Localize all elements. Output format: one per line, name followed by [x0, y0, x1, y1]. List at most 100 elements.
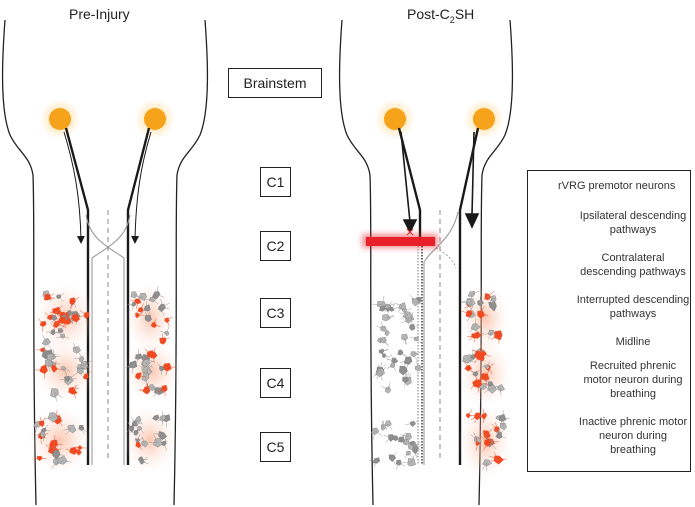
motor-neuron-dendrite — [43, 369, 45, 379]
motor-neuron-dendrite — [130, 299, 138, 302]
motor-neuron-dendrite — [43, 424, 49, 431]
inactive-motor-neuron — [470, 323, 481, 332]
motor-neuron-dendrite — [39, 416, 43, 424]
inactive-motor-neuron — [128, 360, 138, 369]
motor-neuron-dendrite — [498, 426, 500, 434]
motor-neuron-dendrite — [401, 319, 409, 323]
motor-neuron-dendrite — [52, 416, 62, 418]
motor-neuron-dendrite — [486, 428, 493, 435]
motor-neuron-dendrite — [160, 299, 163, 307]
motor-neuron-dendrite — [52, 331, 60, 334]
legend: rVRG premotor neurons Ipsilateral descen… — [527, 170, 691, 472]
motor-neuron-dendrite — [145, 311, 149, 320]
motor-neuron-dendrite — [59, 378, 67, 381]
motor-neuron-dendrite — [53, 361, 57, 369]
motor-neuron-dendrite — [156, 294, 165, 298]
motor-neuron-dendrite — [390, 353, 395, 361]
motor-neuron-dendrite — [488, 332, 492, 340]
motor-neuron-dendrite — [163, 443, 167, 451]
motor-neuron-dendrite — [140, 308, 148, 313]
motor-neuron-dendrite — [397, 305, 403, 313]
legend-ipsilateral-label: Ipsilateral descending pathways — [579, 210, 687, 236]
motor-neuron-dendrite — [145, 300, 148, 309]
post-title-subscript: 2 — [449, 14, 455, 25]
motor-neuron-dendrite — [395, 462, 400, 470]
motor-neuron-dendrite — [468, 335, 474, 341]
motor-neuron-pool — [372, 294, 424, 347]
motor-neuron-dendrite — [400, 359, 409, 363]
motor-neuron-dendrite — [54, 368, 62, 370]
motor-neuron-dendrite — [469, 370, 476, 374]
motor-neuron-dendrite — [414, 301, 423, 305]
lesion-cross-icon — [406, 228, 414, 236]
motor-neuron-dendrite — [488, 297, 494, 306]
motor-neuron-dendrite — [71, 384, 78, 391]
motor-neuron-dendrite — [153, 434, 158, 443]
motor-neuron-dendrite — [410, 294, 416, 302]
post-title-tail: SH — [454, 6, 475, 22]
motor-neuron-dendrite — [138, 375, 147, 378]
motor-neuron-dendrite — [476, 443, 478, 451]
motor-neuron-dendrite — [400, 314, 409, 320]
motor-neuron-dendrite — [125, 364, 134, 369]
motor-neuron-dendrite — [157, 362, 162, 369]
motor-neuron-dendrite — [480, 313, 489, 317]
motor-neuron-dendrite — [43, 429, 51, 432]
motor-neuron-dendrite — [386, 365, 393, 369]
phrenic-motor-neuron-pools — [27, 283, 512, 480]
motor-neuron-dendrite — [41, 324, 44, 332]
motor-neuron-dendrite — [418, 300, 424, 306]
motor-neuron-dendrite — [160, 330, 167, 334]
motor-neuron-dendrite — [401, 432, 406, 440]
motor-neuron-dendrite — [53, 445, 57, 455]
motor-neuron-dendrite — [32, 458, 40, 460]
motor-neuron-dendrite — [469, 326, 476, 333]
post-rvrg-neuron-left — [375, 99, 415, 139]
motor-neuron-dendrite — [387, 423, 393, 430]
post-contralateral-pathways — [417, 211, 459, 465]
motor-neuron-dendrite — [50, 353, 58, 358]
pre-rvrg-neuron-right — [135, 99, 175, 139]
motor-neuron-dendrite — [484, 377, 488, 386]
motor-neuron-dendrite — [135, 419, 139, 427]
motor-neuron-pool — [34, 340, 96, 402]
motor-neuron-dendrite — [408, 453, 414, 459]
motor-neuron-dendrite — [74, 357, 82, 360]
inactive-motor-neuron — [141, 440, 149, 448]
motor-neuron-dendrite — [68, 313, 76, 318]
brainstem-label: Brainstem — [228, 68, 322, 98]
motor-neuron-dendrite — [58, 292, 65, 298]
motor-neuron-dendrite — [404, 379, 406, 387]
motor-neuron-dendrite — [76, 349, 82, 357]
inactive-motor-neuron — [130, 291, 138, 299]
motor-neuron-dendrite — [502, 417, 510, 420]
motor-neuron-dendrite — [391, 303, 396, 310]
motor-neuron-dendrite — [44, 312, 51, 318]
recruited-motor-neuron — [48, 439, 58, 448]
motor-neuron-dendrite — [153, 433, 163, 436]
motor-neuron-dendrite — [131, 416, 135, 424]
motor-neuron-dendrite — [375, 430, 383, 437]
inactive-motor-neuron — [64, 376, 70, 383]
motor-neuron-dendrite — [53, 435, 56, 444]
motor-neuron-dendrite — [467, 359, 476, 363]
motor-neuron-dendrite — [135, 309, 141, 314]
motor-neuron-dendrite — [383, 435, 392, 438]
legend-inactive-label: Inactive phrenic motor neuron during bre… — [578, 416, 688, 456]
motor-neuron-dendrite — [487, 367, 493, 374]
motor-neuron-dendrite — [401, 439, 407, 446]
motor-neuron-dendrite — [412, 443, 417, 449]
motor-neuron-dendrite — [47, 297, 55, 299]
motor-neuron-dendrite — [484, 379, 491, 384]
legend-interrupted-label: Interrupted descending pathways — [576, 294, 690, 320]
motor-neuron-dendrite — [166, 326, 170, 334]
motor-neuron-dendrite — [487, 291, 494, 297]
motor-neuron-dendrite — [410, 455, 415, 463]
motor-neuron-dendrite — [400, 352, 408, 357]
motor-neuron-dendrite — [147, 382, 149, 391]
motor-neuron-dendrite — [55, 454, 65, 456]
motor-neuron-dendrite — [391, 457, 396, 465]
pre-ipsilateral-arrows — [63, 131, 152, 244]
motor-neuron-dendrite — [476, 333, 485, 336]
motor-neuron-pool — [34, 283, 96, 353]
